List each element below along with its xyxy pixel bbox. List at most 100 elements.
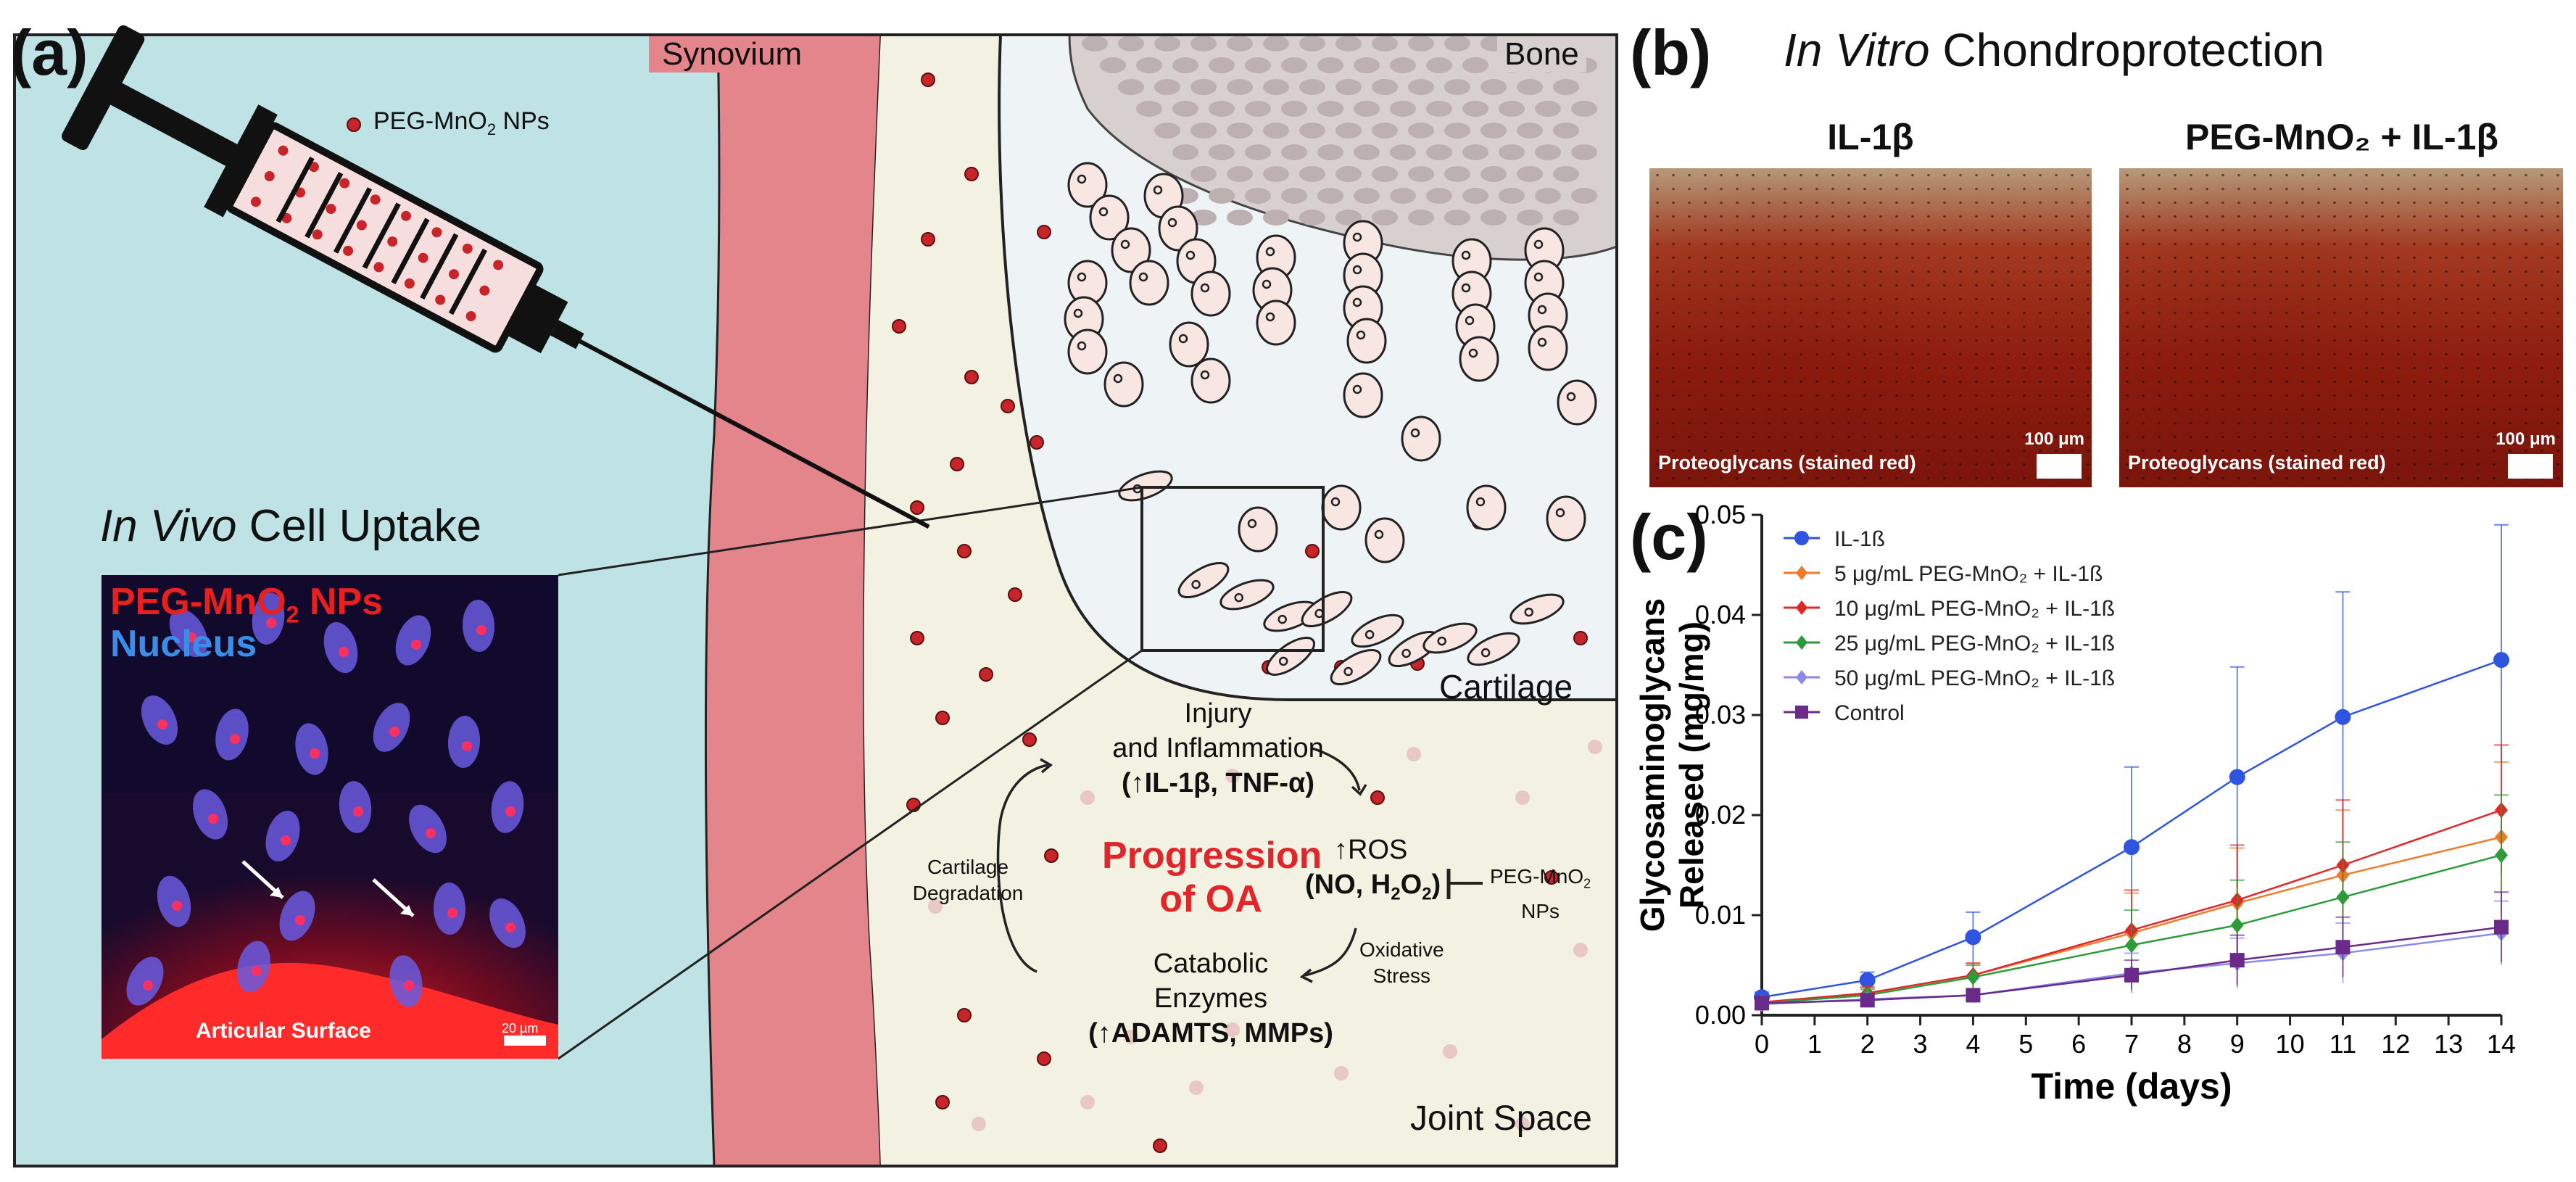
nanoparticle-dot-faint [972, 1117, 986, 1131]
bone-lacuna [1517, 210, 1543, 226]
cycle-ros: ↑ROS (NO, H2O2) [1305, 835, 1441, 904]
cycle-injury: Injury and Inflammation (↑IL-1β, TNF-α) [1112, 698, 1324, 798]
bone-lacuna [1390, 101, 1416, 117]
chondrocyte-cell [1177, 561, 1230, 599]
bone-lacuna [1209, 144, 1235, 160]
nanoparticle-dot [935, 711, 950, 725]
cycle-oxidative: Oxidative Stress [1359, 938, 1444, 987]
chondrocyte-cell [1364, 517, 1405, 563]
nanoparticle-dot [1044, 848, 1059, 863]
bone-lacuna [1499, 144, 1525, 160]
bone-lacuna [1480, 210, 1507, 226]
x-tick-label: 1 [1807, 1029, 1822, 1059]
data-point [2229, 769, 2245, 785]
bone-lacuna [1354, 57, 1380, 73]
data-point [2335, 940, 2351, 955]
cell-nucleus [447, 716, 481, 768]
chondrocyte-cell [1466, 484, 1507, 531]
bone-lacuna [1299, 79, 1325, 95]
data-point [2494, 919, 2509, 935]
bone-lacuna [1480, 123, 1507, 139]
x-tick-label: 4 [1966, 1029, 1980, 1059]
bone-lacuna [1317, 101, 1343, 117]
x-tick-label: 2 [1860, 1029, 1875, 1059]
nanoparticle-dot [1030, 435, 1044, 450]
invivo-micrograph [102, 575, 558, 1059]
bone-lacuna [1535, 188, 1561, 204]
nanoparticle-dot-faint [1407, 747, 1421, 761]
articular-surface-label: Articular Surface [196, 1019, 371, 1043]
bone-lacuna [1227, 36, 1253, 51]
bone-lacuna [1245, 101, 1271, 117]
bone-lacuna [1553, 123, 1579, 139]
bone-lacuna [1444, 36, 1470, 51]
chondrocyte-cell [1459, 336, 1499, 382]
legend-label: 50 μg/mL PEG-MnO₂ + IL-1ß [1834, 666, 2115, 690]
nanoparticle-dot-faint [928, 899, 943, 914]
bone-lacuna [1317, 57, 1343, 73]
bone-lacuna [1390, 188, 1416, 204]
micro-nucleus-label: Nucleus [110, 623, 257, 665]
chondrocyte-cell [1111, 227, 1151, 273]
cell-nucleus [169, 608, 208, 658]
data-point [2335, 708, 2351, 725]
bone-lacuna [1281, 57, 1307, 73]
nanoparticle-dot-faint [1573, 943, 1588, 957]
chondrocyte-cell [1067, 328, 1108, 375]
x-tick-label: 5 [2018, 1029, 2033, 1059]
y-tick-label: 0.01 [1695, 900, 1746, 930]
legend-item: 50 μg/mL PEG-MnO₂ + IL-1ß [1784, 666, 2115, 690]
bone-lacuna [1227, 210, 1253, 226]
bone-lacuna [1408, 123, 1434, 139]
bone-lacuna [1172, 101, 1198, 117]
bone-lacuna [1335, 36, 1362, 51]
nanoparticle-dot-faint [1515, 1117, 1530, 1131]
bone-lacuna [1372, 123, 1398, 139]
joint-space-label: Joint Space [1410, 1099, 1592, 1138]
cell-nucleus [389, 955, 423, 1007]
photo-right-caption: Proteoglycans (stained red) [2128, 452, 2386, 474]
bone-lacuna [1227, 79, 1253, 95]
nanoparticle-dot [921, 232, 935, 247]
bone-lacuna [1354, 188, 1380, 204]
data-point [2230, 917, 2244, 933]
nanoparticle-dot [957, 544, 972, 558]
cell-nucleus [433, 883, 466, 935]
legend-item: 5 μg/mL PEG-MnO₂ + IL-1ß [1784, 562, 2103, 586]
np-legend-label: PEG-MnO2 NPs [373, 107, 550, 139]
data-point [2124, 967, 2139, 983]
bone-lacuna [1408, 36, 1434, 51]
bone-lacuna [1444, 210, 1470, 226]
bone-lacuna [1444, 166, 1470, 182]
y-tick-label: 0.02 [1695, 800, 1746, 830]
photo-pegmno2-il1b: Proteoglycans (stained red) 100 μm [2119, 168, 2563, 487]
nanoparticle-dot [1037, 1051, 1051, 1066]
cell-nucleus [491, 781, 524, 833]
syringe-icon [62, 25, 930, 529]
data-point [1965, 929, 1981, 946]
bone-lacuna [1499, 101, 1525, 117]
nanoparticle-dot-faint [1225, 1022, 1240, 1037]
chondrocyte-cell [1343, 372, 1383, 418]
bone-lacuna [1100, 57, 1126, 73]
y-tick-label: 0.00 [1695, 1000, 1746, 1030]
bone-lacuna [1408, 210, 1434, 226]
chondrocyte-cell [1266, 637, 1315, 676]
chondrocyte-cell [1190, 358, 1231, 404]
bone-lacuna [1154, 79, 1180, 95]
nanoparticle-dot-faint [1189, 1080, 1204, 1095]
oa-cycle-arrows [996, 747, 1367, 983]
bone-lacuna [1462, 144, 1488, 160]
bone-lacuna [1553, 210, 1579, 226]
chondrocyte-cell [1546, 495, 1586, 542]
nanoparticle-dot [1370, 790, 1385, 805]
zoom-box [1140, 486, 1325, 652]
bone-lacuna [1462, 188, 1488, 204]
chondrocyte-cell [1103, 361, 1144, 408]
bone-lacuna [1118, 79, 1144, 95]
chondrocyte-cell [1321, 484, 1362, 531]
cell-nucleus [215, 708, 249, 761]
chondrocyte-cell [1067, 162, 1108, 208]
photo-il1b: Proteoglycans (stained red) 100 μm [1649, 168, 2092, 487]
bone-lacuna [1299, 166, 1325, 182]
